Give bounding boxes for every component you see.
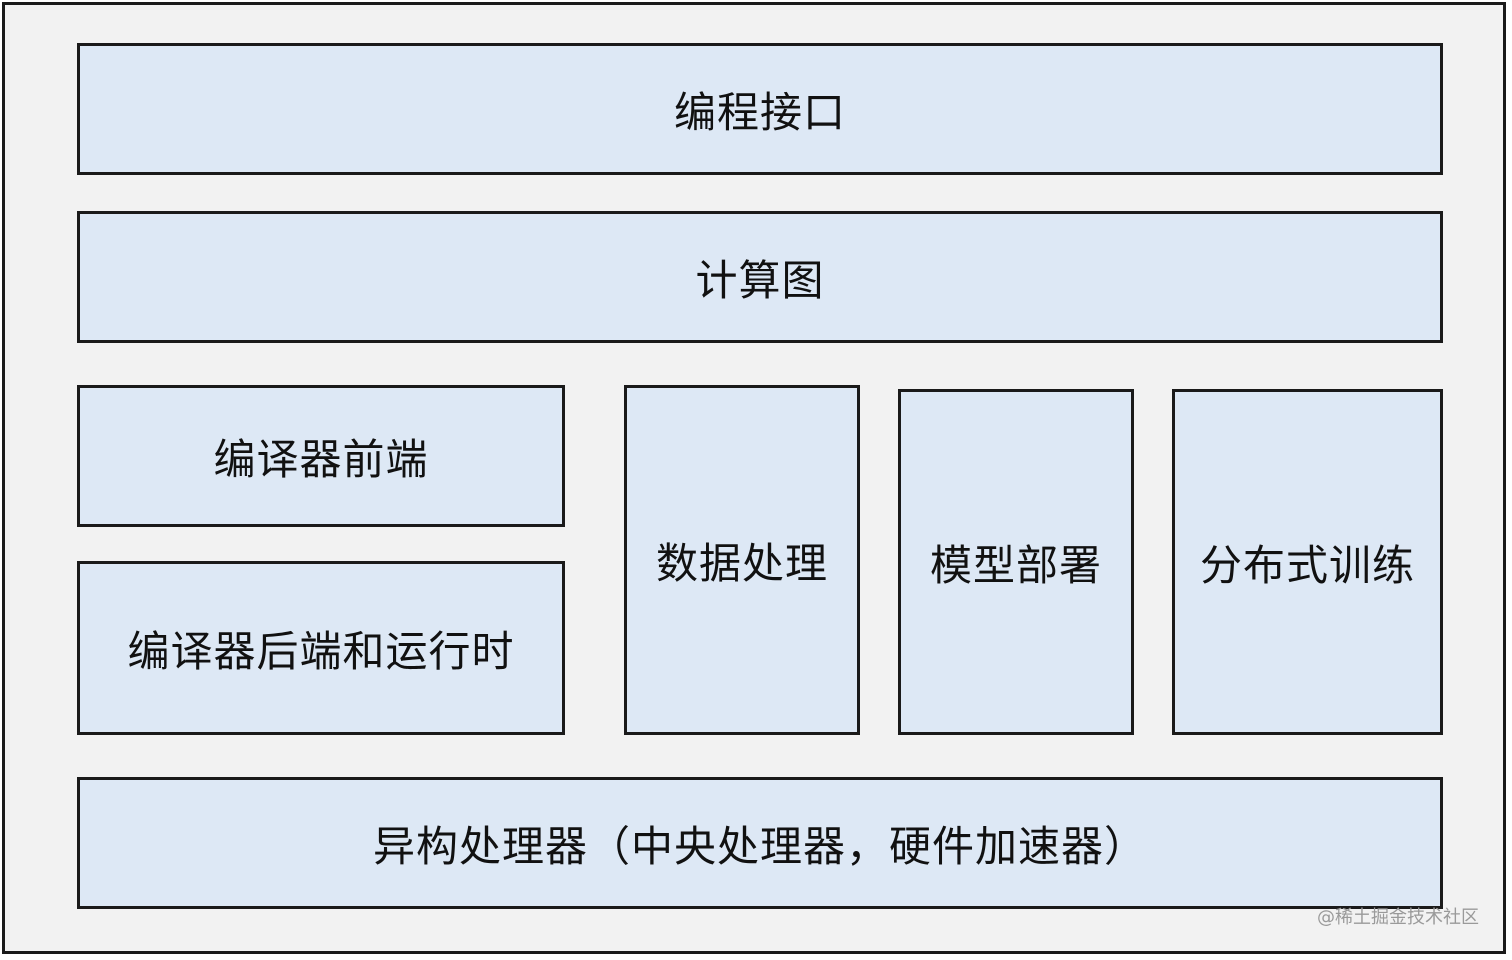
heterogeneous-processors-layer: 异构处理器（中央处理器，硬件加速器） — [77, 777, 1443, 909]
data-processing-box: 数据处理 — [624, 385, 860, 735]
model-deployment-box: 模型部署 — [898, 389, 1134, 735]
compiler-backend-runtime-box: 编译器后端和运行时 — [77, 561, 565, 735]
watermark-text: @稀土掘金技术社区 — [1317, 907, 1479, 928]
programming-interface-layer: 编程接口 — [77, 43, 1443, 175]
distributed-training-box: 分布式训练 — [1172, 389, 1443, 735]
compiler-frontend-box: 编译器前端 — [77, 385, 565, 527]
computation-graph-layer: 计算图 — [77, 211, 1443, 343]
